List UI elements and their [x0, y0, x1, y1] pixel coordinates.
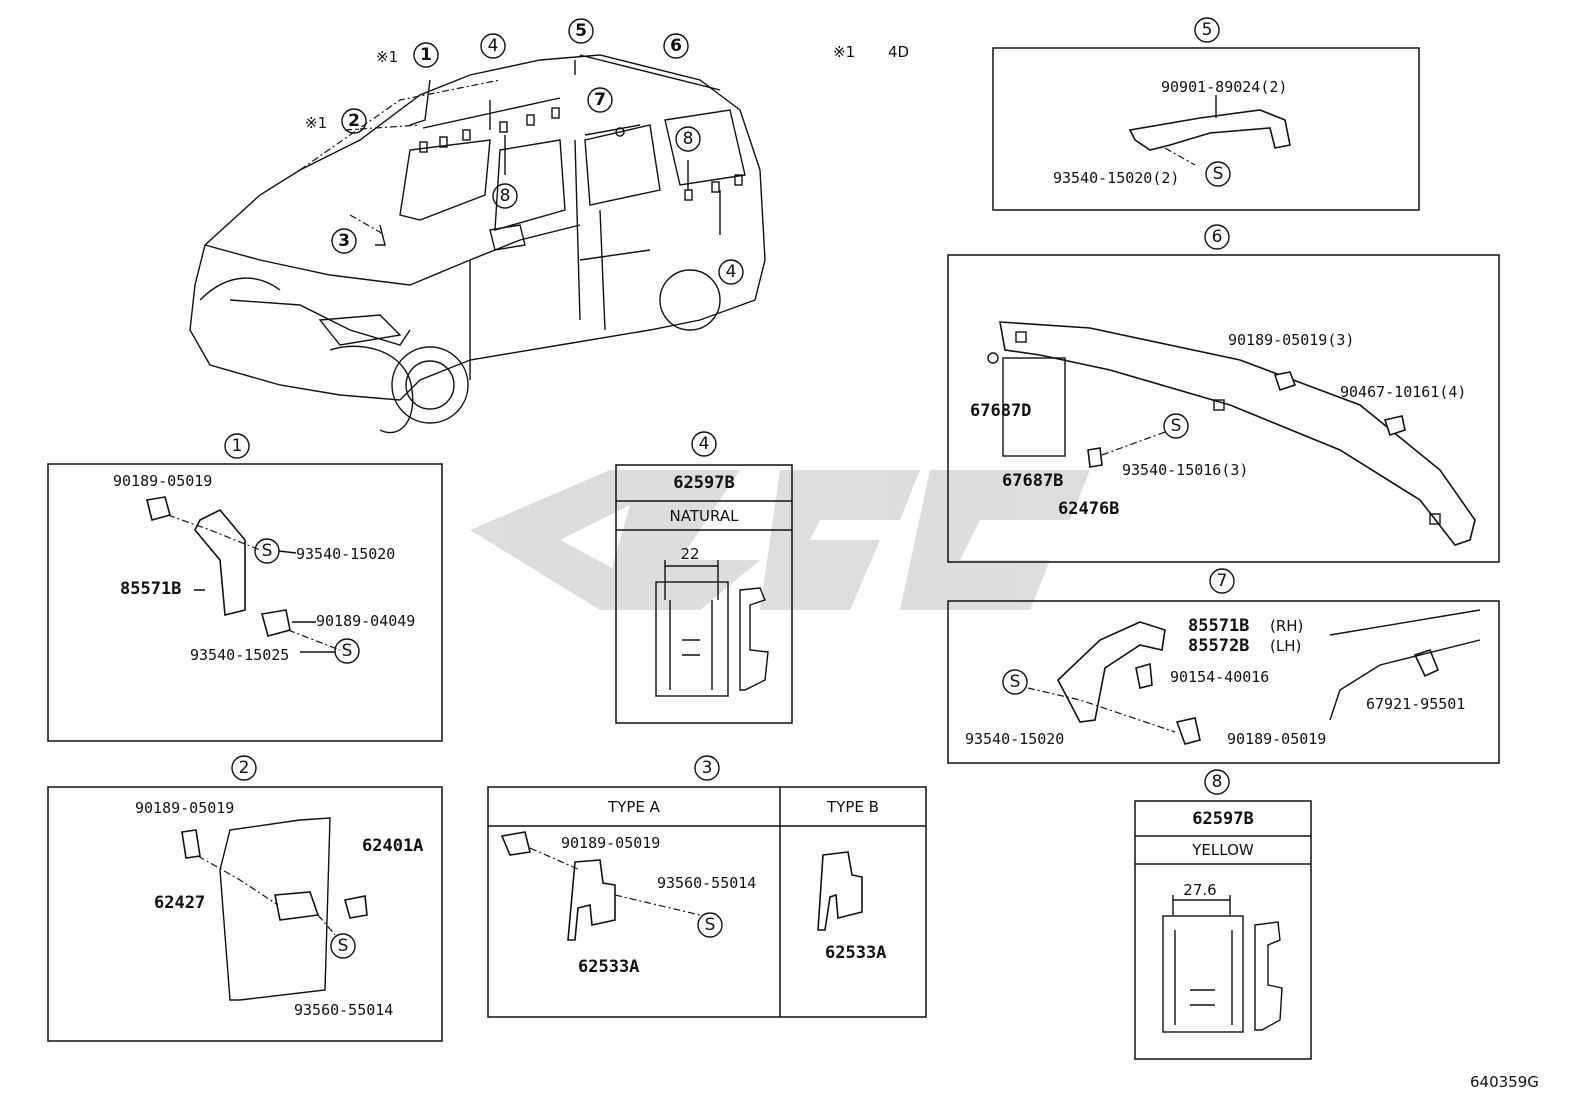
part-90154-40016: 90154-40016 [1170, 668, 1269, 686]
panel-3-number: 3 [702, 758, 713, 778]
dimension-label: 27.6 [1183, 881, 1216, 899]
part-85572B: 85572B [1188, 636, 1249, 656]
note-text: 4D [888, 43, 909, 61]
callout-4: 4 [488, 36, 499, 56]
type-b-header: TYPE B [826, 798, 879, 816]
callout-1-mark: ※1 [376, 48, 398, 66]
part-62427: 62427 [154, 893, 205, 913]
dimension-label: 22 [680, 545, 699, 563]
panel-5-number: 5 [1202, 20, 1213, 40]
panel-8-number: 8 [1212, 772, 1223, 792]
s-mark: S [1010, 672, 1021, 692]
callout-7: 7 [594, 90, 606, 110]
part-93540-15020: 93540-15020 [296, 545, 395, 563]
color-label: YELLOW [1191, 841, 1254, 859]
s-mark: S [705, 915, 716, 935]
side-lh: (LH) [1270, 637, 1301, 655]
part-85571B: 85571B [1188, 616, 1249, 636]
part-90189-05019: 90189-05019 [561, 834, 660, 852]
part-90189-05019: 90189-05019 [113, 472, 212, 490]
panel-3: 3 TYPE A TYPE B 90189-05019 93560-55014 … [487, 755, 927, 1018]
callout-1: 1 [420, 45, 432, 65]
part-67687B: 67687B [1002, 471, 1063, 491]
panel-1: 1 90189-05019 93540-15020 85571B 90189-0… [47, 433, 443, 742]
part-93540-15020: 93540-15020 [965, 730, 1064, 748]
panel-1-number: 1 [232, 436, 243, 456]
overview-callouts: ※1 1 ※1 2 3 4 4 5 6 7 8 8 [305, 18, 744, 285]
panel-4: 4 62597B NATURAL 22 [615, 431, 793, 724]
callout-3: 3 [338, 231, 350, 251]
part-90189-04049: 90189-04049 [316, 612, 415, 630]
part-62533A-type-b: 62533A [825, 943, 886, 963]
panel-2: 2 90189-05019 62401A 62427 93560-55014 S [47, 755, 443, 1042]
callout-2-mark: ※1 [305, 114, 327, 132]
diagram-code: 640359G [1470, 1073, 1539, 1091]
type-a-header: TYPE A [607, 798, 661, 816]
panel-8: 8 62597B YELLOW 27.6 [1134, 769, 1312, 1060]
panel-2-number: 2 [239, 758, 250, 778]
panel-7-number: 7 [1217, 571, 1228, 591]
callout-4b: 4 [726, 262, 737, 282]
s-mark: S [1171, 416, 1182, 436]
part-93540-15025: 93540-15025 [190, 646, 289, 664]
part-90189-05019: 90189-05019 [135, 799, 234, 817]
part-62597B: 62597B [673, 473, 734, 493]
s-mark: S [342, 641, 353, 661]
s-mark: S [1213, 164, 1224, 184]
part-62597B: 62597B [1192, 809, 1253, 829]
watermark-logo [470, 470, 1090, 610]
callout-2: 2 [348, 111, 360, 131]
part-62401A: 62401A [362, 836, 423, 856]
panel-5: 5 90901-89024(2) 93540-15020(2) S [992, 17, 1420, 211]
callout-8b: 8 [683, 129, 694, 149]
part-67921-95501: 67921-95501 [1366, 695, 1465, 713]
panel-6: 6 90189-05019(3) 90467-10161(4) 67687D 6… [947, 224, 1500, 563]
note-mark: ※1 [833, 43, 855, 61]
side-rh: (RH) [1270, 617, 1303, 635]
callout-6: 6 [670, 36, 682, 56]
part-90189-05019: 90189-05019(3) [1228, 331, 1354, 349]
panel-6-number: 6 [1212, 227, 1223, 247]
callout-5: 5 [575, 21, 587, 41]
part-62533A: 62533A [578, 957, 639, 977]
part-93560-55014: 93560-55014 [657, 874, 756, 892]
part-93540-15020: 93540-15020(2) [1053, 169, 1179, 187]
part-93560-55014: 93560-55014 [294, 1001, 393, 1019]
part-62476B: 62476B [1058, 499, 1119, 519]
part-90467-10161: 90467-10161(4) [1340, 383, 1466, 401]
part-67687D: 67687D [970, 401, 1031, 421]
part-93540-15016: 93540-15016(3) [1122, 461, 1248, 479]
vehicle-overview [189, 54, 766, 434]
s-mark: S [338, 936, 349, 956]
panel-4-number: 4 [699, 434, 710, 454]
part-90189-05019: 90189-05019 [1227, 730, 1326, 748]
part-85571B: 85571B [120, 579, 181, 599]
part-90901-89024: 90901-89024(2) [1161, 78, 1287, 96]
callout-8: 8 [500, 186, 511, 206]
s-mark: S [262, 541, 273, 561]
color-label: NATURAL [670, 507, 740, 525]
panel-7: 7 85571B (RH) 85572B (LH) 90154-40016 67… [947, 568, 1500, 764]
